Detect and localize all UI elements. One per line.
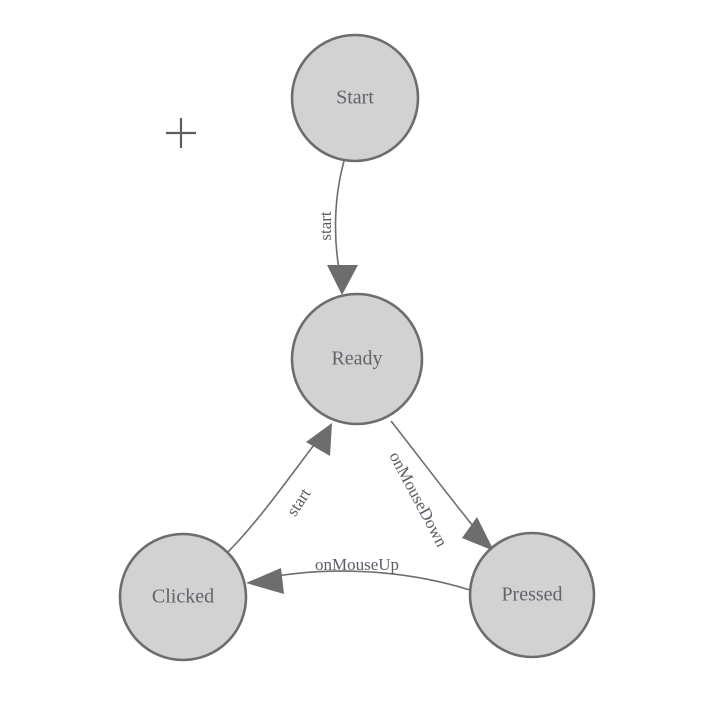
node-ready[interactable]: Ready [290, 292, 424, 426]
edge-ready-to-pressed[interactable] [390, 420, 494, 551]
edge-label-pressed-to-clicked: onMouseUp [315, 555, 399, 574]
node-ready-label: Ready [331, 348, 382, 370]
plus-marker-icon [166, 118, 196, 148]
edge-ready-to-pressed-arrowhead [462, 517, 494, 551]
edge-pressed-to-clicked[interactable] [246, 568, 471, 594]
node-clicked-label: Clicked [152, 586, 214, 608]
edge-clicked-to-ready[interactable] [226, 423, 332, 554]
node-clicked[interactable]: Clicked [118, 532, 248, 662]
edge-pressed-to-clicked-arrowhead [246, 568, 284, 594]
edge-start-to-ready[interactable] [327, 160, 358, 295]
edge-label-clicked-to-ready: start [283, 484, 315, 519]
edge-start-to-ready-arrowhead [327, 265, 358, 295]
node-start[interactable]: Start [290, 33, 420, 163]
node-pressed-circle[interactable] [468, 531, 596, 659]
node-pressed-label: Pressed [501, 584, 562, 606]
node-start-label: Start [336, 87, 374, 109]
node-clicked-circle[interactable] [118, 532, 248, 662]
node-start-circle[interactable] [290, 33, 420, 163]
edge-clicked-to-ready-arrowhead [306, 423, 332, 456]
node-pressed[interactable]: Pressed [468, 531, 596, 659]
edge-label-ready-to-pressed: onMouseDown [385, 449, 451, 551]
node-ready-circle[interactable] [290, 292, 424, 426]
edge-pressed-to-clicked-path[interactable] [255, 570, 471, 591]
edge-label-start-to-ready: start [316, 211, 335, 241]
